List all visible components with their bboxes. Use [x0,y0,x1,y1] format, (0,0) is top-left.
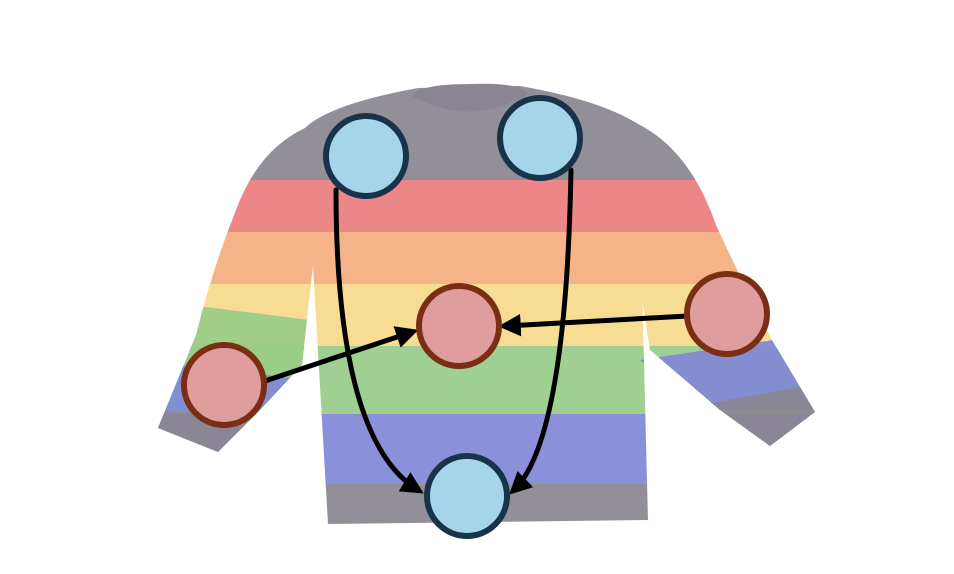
node-left-cuff [181,342,267,428]
sweater-stripe [158,180,815,232]
diagram-nodes [181,95,770,539]
node-left-shoulder [323,113,409,199]
arrow-left-shoulder-to-hem-center [333,187,424,494]
arrow-left-cuff-to-chest-center [259,326,419,385]
node-right-cuff [684,271,770,357]
node-hem-center [424,453,510,539]
sweater-stripe [158,232,815,284]
arrow-right-cuff-to-chest-center [498,313,691,337]
node-chest-center [416,283,502,369]
sweater-stripe [158,86,815,180]
diagram-edges [259,167,691,495]
collar [412,83,528,112]
arrow-right-shoulder-to-hem-center [509,167,574,495]
node-right-shoulder [497,95,583,181]
